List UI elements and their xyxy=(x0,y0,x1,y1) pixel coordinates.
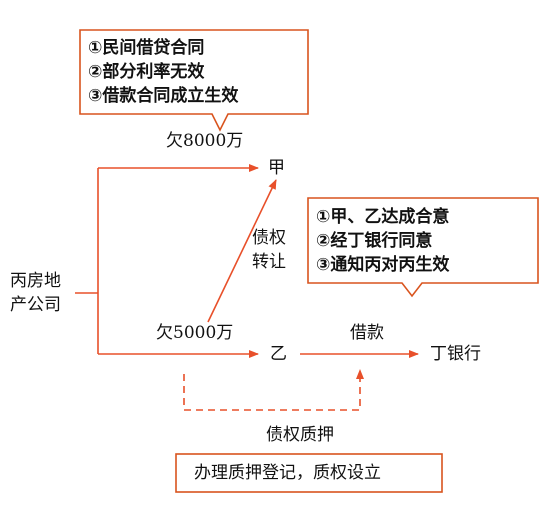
label-owe-8000: 欠8000万 xyxy=(166,131,244,151)
callout-right: ①甲、乙达成合意 ②经丁银行同意 ③通知丙对丙生效 xyxy=(316,205,449,277)
arrow-transfer xyxy=(207,179,277,323)
callout-right-line: ③通知丙对丙生效 xyxy=(316,255,450,275)
label-transfer-line1: 债权 xyxy=(252,228,286,248)
callout-right-line: ②经丁银行同意 xyxy=(316,231,433,251)
node-ding-bank: 丁银行 xyxy=(430,344,481,364)
label-pledge: 债权质押 xyxy=(266,425,334,445)
node-company-line2: 产公司 xyxy=(10,295,61,315)
label-loan: 借款 xyxy=(350,323,384,343)
label-transfer-line2: 转让 xyxy=(252,252,286,272)
callout-bottom-text: 办理质押登记，质权设立 xyxy=(194,463,381,483)
callout-top-line: ②部分利率无效 xyxy=(88,62,205,82)
arrow-pledge xyxy=(183,369,364,411)
node-yi: 乙 xyxy=(270,344,287,364)
callout-right-shape xyxy=(307,197,539,298)
callout-top: ①民间借贷合同 ②部分利率无效 ③借款合同成立生效 xyxy=(88,36,238,108)
callout-bottom-shape xyxy=(175,453,443,493)
node-jia: 甲 xyxy=(268,158,285,178)
callout-top-shape xyxy=(79,29,309,132)
callout-top-line: ①民间借贷合同 xyxy=(88,38,205,58)
callout-right-line: ①甲、乙达成合意 xyxy=(316,207,450,227)
callout-top-line: ③借款合同成立生效 xyxy=(88,86,239,106)
node-company-line1: 丙房地 xyxy=(10,271,61,291)
label-owe-5000: 欠5000万 xyxy=(156,323,234,343)
